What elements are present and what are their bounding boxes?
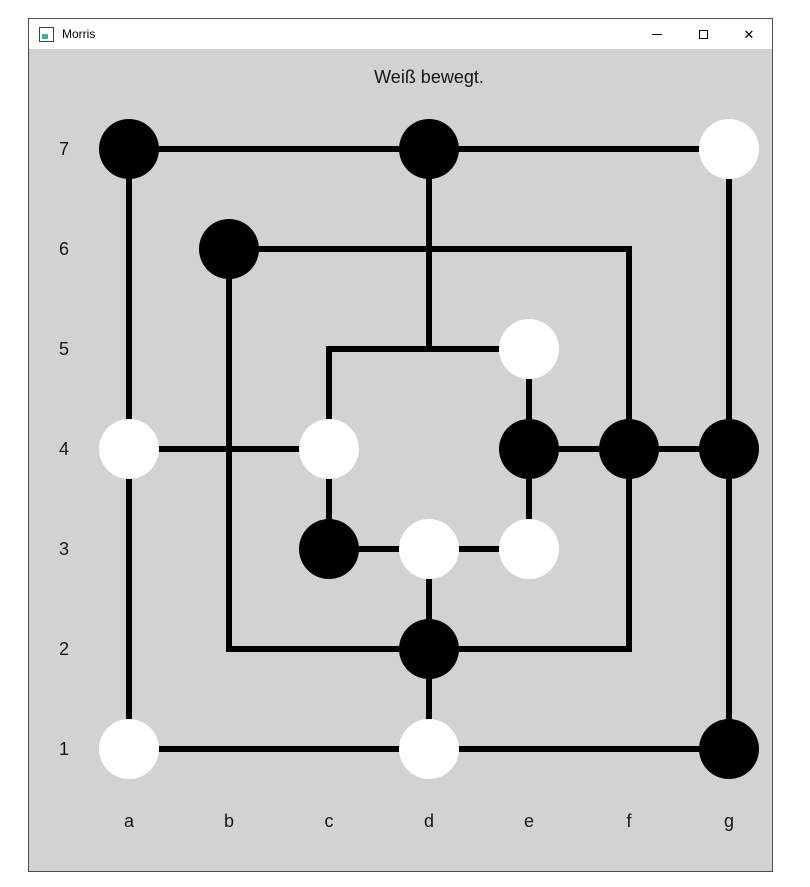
app-icon: [39, 26, 54, 42]
board: 7 6 5 4 3 2 1 a b c d e f g: [29, 49, 772, 871]
title-bar: Morris ✕: [29, 19, 772, 49]
column-label-a: a: [123, 811, 134, 831]
window-title: Morris: [62, 27, 96, 41]
minimize-icon: [652, 33, 662, 35]
column-label-c: c: [324, 811, 334, 831]
piece-d3-white[interactable]: [399, 519, 459, 579]
piece-e4-black[interactable]: [499, 419, 559, 479]
row-label-7: 7: [58, 139, 69, 159]
row-label-1: 1: [58, 739, 69, 759]
piece-e3-white[interactable]: [499, 519, 559, 579]
window-controls: ✕: [634, 19, 772, 49]
client-area: Weiß bewegt. 7 6 5 4 3 2 1 a b c d e f g: [29, 49, 772, 871]
column-label-b: b: [223, 811, 234, 831]
piece-c4-white[interactable]: [299, 419, 359, 479]
column-label-g: g: [723, 811, 734, 831]
status-text: Weiß bewegt.: [374, 67, 484, 87]
column-label-d: d: [423, 811, 434, 831]
piece-d7-black[interactable]: [399, 119, 459, 179]
piece-b6-black[interactable]: [199, 219, 259, 279]
row-label-2: 2: [58, 639, 69, 659]
row-label-3: 3: [58, 539, 69, 559]
column-label-e: e: [523, 811, 534, 831]
piece-d1-white[interactable]: [399, 719, 459, 779]
piece-a1-white[interactable]: [99, 719, 159, 779]
close-button[interactable]: ✕: [726, 19, 772, 49]
piece-f4-black[interactable]: [599, 419, 659, 479]
piece-c3-black[interactable]: [299, 519, 359, 579]
piece-a4-white[interactable]: [99, 419, 159, 479]
piece-a7-black[interactable]: [99, 119, 159, 179]
maximize-button[interactable]: [680, 19, 726, 49]
piece-g1-black[interactable]: [699, 719, 759, 779]
piece-e5-white[interactable]: [499, 319, 559, 379]
maximize-icon: [698, 29, 708, 39]
row-label-6: 6: [58, 239, 69, 259]
close-icon: ✕: [743, 26, 755, 42]
piece-d2-black[interactable]: [399, 619, 459, 679]
piece-g4-black[interactable]: [699, 419, 759, 479]
column-label-f: f: [626, 811, 632, 831]
minimize-button[interactable]: [634, 19, 680, 49]
row-label-5: 5: [58, 339, 69, 359]
piece-g7-white[interactable]: [699, 119, 759, 179]
row-label-4: 4: [58, 439, 69, 459]
app-window: Morris ✕ Weiß bewegt.: [28, 18, 773, 872]
